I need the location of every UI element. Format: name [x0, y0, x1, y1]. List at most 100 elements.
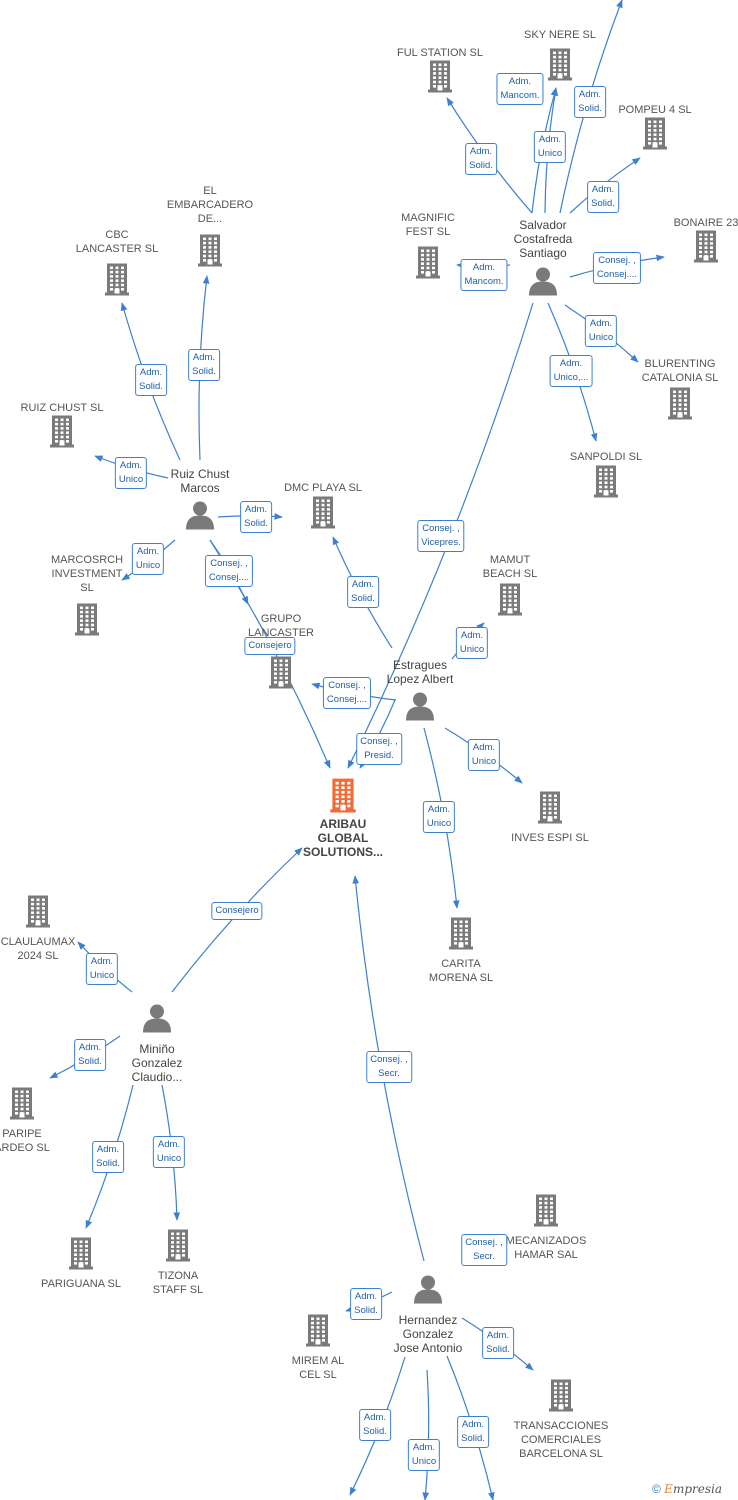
company-building-icon[interactable] — [547, 47, 573, 86]
company-building-icon[interactable] — [68, 1236, 94, 1275]
role-tag[interactable]: Consej. ,Consej.... — [204, 555, 254, 587]
node-label-inves[interactable]: INVES ESPI SL — [511, 831, 589, 845]
role-tag[interactable]: Adm.Solid. — [457, 1416, 489, 1448]
role-tag[interactable]: Adm.Solid. — [482, 1327, 514, 1359]
company-building-icon[interactable] — [427, 59, 453, 98]
company-building-icon[interactable] — [642, 116, 668, 155]
company-building-icon[interactable] — [548, 1378, 574, 1417]
company-building-icon[interactable] — [74, 602, 100, 641]
role-tag[interactable]: Adm.Solid. — [240, 501, 272, 533]
role-tag[interactable]: Adm.Unico — [152, 1136, 186, 1168]
role-tag[interactable]: Adm.Unico — [131, 543, 165, 575]
company-building-icon[interactable] — [268, 655, 294, 694]
person-icon[interactable] — [405, 691, 435, 726]
company-building-icon[interactable] — [310, 495, 336, 534]
role-tag[interactable]: Adm.Unico — [455, 627, 489, 659]
company-building-icon[interactable] — [9, 1086, 35, 1125]
node-label-ruizchust[interactable]: RUIZ CHUST SL — [21, 401, 104, 415]
role-tag[interactable]: Adm.Unico — [422, 801, 456, 833]
role-tag[interactable]: Consej. ,Vicepres. — [417, 520, 465, 552]
company-building-icon[interactable] — [415, 245, 441, 284]
main-company-building-icon[interactable] — [328, 777, 358, 818]
company-building-icon[interactable] — [667, 386, 693, 425]
role-tag[interactable]: Adm.Unico — [114, 457, 148, 489]
role-tag[interactable]: Adm.Mancom. — [460, 259, 508, 291]
role-tag-line: Consej. , — [598, 255, 636, 266]
role-tag[interactable]: Adm.Unico — [584, 315, 618, 347]
role-tag[interactable]: Adm.Unico — [533, 131, 567, 163]
role-tag-line: Solid. — [461, 1433, 485, 1444]
company-building-icon[interactable] — [533, 1193, 559, 1232]
role-tag[interactable]: Adm.Solid. — [135, 364, 167, 396]
company-building-icon[interactable] — [165, 1228, 191, 1267]
node-label-bonaire[interactable]: BONAIRE 23 — [674, 216, 738, 230]
node-label-pompeu[interactable]: POMPEU 4 SL — [618, 103, 691, 117]
role-tag[interactable]: Adm.Solid. — [359, 1409, 391, 1441]
person-icon[interactable] — [413, 1274, 443, 1309]
role-tag[interactable]: Adm.Solid. — [465, 143, 497, 175]
role-tag-line: Adm. — [363, 1412, 387, 1423]
role-tag[interactable]: Consej. ,Secr. — [461, 1234, 507, 1266]
node-label-pariguana[interactable]: PARIGUANA SL — [41, 1277, 121, 1291]
role-tag[interactable]: Adm.Unico — [85, 953, 119, 985]
role-tag[interactable]: Adm.Solid. — [347, 576, 379, 608]
role-tag[interactable]: Adm.Mancom. — [496, 73, 544, 105]
company-building-icon[interactable] — [197, 233, 223, 272]
brand-logo[interactable]: Empresia — [664, 1482, 722, 1496]
node-label-paripe[interactable]: PARIPEARDEO SL — [0, 1127, 50, 1155]
company-building-icon[interactable] — [49, 414, 75, 453]
person-icon[interactable] — [185, 500, 215, 535]
company-building-icon[interactable] — [305, 1313, 331, 1352]
company-building-icon[interactable] — [537, 790, 563, 829]
company-building-icon[interactable] — [25, 894, 51, 933]
role-tag[interactable]: Adm.Solid. — [350, 1288, 382, 1320]
node-label-fulstation[interactable]: FUL STATION SL — [397, 46, 483, 60]
company-building-icon[interactable] — [448, 916, 474, 955]
node-label-line: Claudio... — [131, 1070, 183, 1084]
role-tag[interactable]: Consej. ,Presid. — [356, 733, 402, 765]
node-label-skynere[interactable]: SKY NERE SL — [524, 28, 596, 42]
role-tag[interactable]: Adm.Unico — [407, 1439, 441, 1471]
node-label-line: CATALONIA SL — [641, 372, 719, 384]
node-label-sanpoldi[interactable]: SANPOLDI SL — [570, 450, 642, 464]
company-building-icon[interactable] — [693, 229, 719, 268]
company-building-icon[interactable] — [593, 464, 619, 503]
role-tag[interactable]: Adm.Solid. — [74, 1039, 106, 1071]
node-label-dmc[interactable]: DMC PLAYA SL — [284, 481, 362, 495]
role-tag[interactable]: Adm.Solid. — [92, 1141, 124, 1173]
node-label-line: Salvador — [519, 218, 567, 232]
person-icon[interactable] — [142, 1003, 172, 1038]
role-tag[interactable]: Adm.Solid. — [188, 349, 220, 381]
company-building-icon[interactable] — [104, 262, 130, 301]
role-tag[interactable]: Adm.Unico,... — [549, 355, 593, 387]
company-building-icon[interactable] — [497, 582, 523, 621]
role-tag[interactable]: Consej. ,Secr. — [366, 1051, 412, 1083]
person-icon[interactable] — [528, 266, 558, 301]
role-tag[interactable]: Consej. ,Consej.... — [592, 252, 642, 284]
role-tag[interactable]: Adm.Solid. — [574, 86, 606, 118]
role-tag[interactable]: Consejero — [211, 902, 263, 920]
role-tag[interactable]: Consejero — [244, 637, 296, 655]
role-tag[interactable]: Adm.Solid. — [587, 181, 619, 213]
role-tag[interactable]: Adm.Unico — [467, 739, 501, 771]
role-tag[interactable]: Consej. ,Consej.... — [322, 677, 372, 709]
